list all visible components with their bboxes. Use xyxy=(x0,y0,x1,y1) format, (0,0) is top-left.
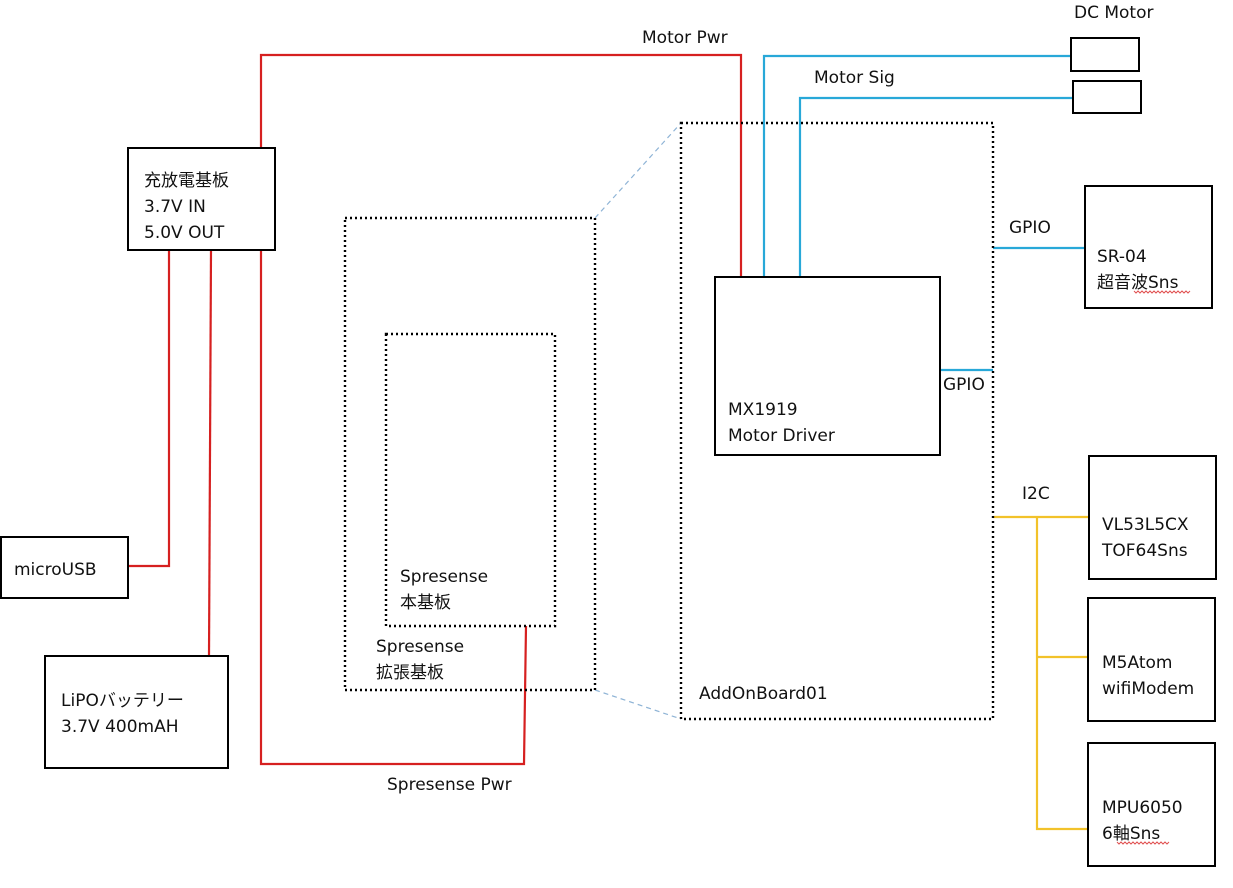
motor-driver-outline xyxy=(714,276,941,456)
microusb-wire xyxy=(128,250,171,568)
spresense-main-board-label-1: Spresense xyxy=(400,567,488,587)
spellcheck-underline xyxy=(1133,290,1191,294)
wires xyxy=(128,53,1088,831)
m5atom-wifi-modem-label-2: wifiModem xyxy=(1102,679,1194,699)
motor-pwr-label: Motor Pwr xyxy=(642,28,728,48)
dc-motor-terminal-1 xyxy=(1070,37,1140,72)
microusb-connector-label-1: microUSB xyxy=(14,560,97,580)
lipo-battery-label-2: 3.7V 400mAH xyxy=(61,717,179,737)
spresense-pwr-label: Spresense Pwr xyxy=(387,775,512,795)
sr04-ultrasonic-sensor-label-2: 超音波Sns xyxy=(1097,273,1179,293)
i2c-bus-trunk xyxy=(1035,517,1088,831)
lipo-battery-label-1: LiPOバッテリー xyxy=(61,691,184,711)
spresense-expansion-board[interactable]: Spresense 拡張基板 xyxy=(343,216,597,692)
charger-board[interactable]: 充放電基板 3.7V IN 5.0V OUT xyxy=(127,147,276,251)
motor-pwr-wire xyxy=(259,53,743,276)
charger-board-label-3: 5.0V OUT xyxy=(144,223,225,243)
charger-board-outline xyxy=(127,147,276,251)
motor-driver-label-1: MX1919 xyxy=(728,400,798,420)
vl53l5cx-tof-sensor-label-2: TOF64Sns xyxy=(1101,541,1188,561)
charger-board-label-2: 3.7V IN xyxy=(144,197,206,217)
dc-motor-title: DC Motor xyxy=(1074,3,1154,23)
spresense-main-board-outline xyxy=(384,332,557,628)
i2c-label: I2C xyxy=(1022,484,1050,504)
dc-motor-terminal-2 xyxy=(1072,80,1142,114)
spresense-expansion-board-outline xyxy=(343,216,597,692)
motor-sig-label: Motor Sig xyxy=(814,68,895,88)
addon-board-outline xyxy=(679,121,995,721)
gpio-sr04-label: GPIO xyxy=(1009,218,1051,238)
sr04-ultrasonic-sensor-label-1: SR-04 xyxy=(1097,247,1147,267)
spresense-main-board-label-2: 本基板 xyxy=(400,593,451,613)
blocks: Spresense 拡張基板 Spresense 本基板 AddOnBoard01 充放電… xyxy=(0,37,1217,867)
spresense-main-board[interactable]: Spresense 本基板 xyxy=(384,332,557,628)
mpu6050-imu-sensor-label-1: MPU6050 xyxy=(1102,798,1183,818)
vl53l5cx-tof-sensor-outline xyxy=(1088,455,1217,580)
mpu6050-imu-sensor-outline xyxy=(1087,742,1216,867)
microusb-connector[interactable]: microUSB xyxy=(0,536,129,599)
dc-motor[interactable] xyxy=(1070,37,1142,114)
spresense-expansion-board-label-2: 拡張基板 xyxy=(376,663,444,683)
zoom-guide-lines xyxy=(594,122,682,720)
mpu6050-imu-sensor[interactable]: MPU6050 6軸Sns xyxy=(1087,742,1216,867)
mpu6050-imu-sensor-label-2: 6軸Sns xyxy=(1102,824,1160,844)
motor-sig-wire-1 xyxy=(762,54,1070,276)
spresense-expansion-board-label-1: Spresense xyxy=(376,637,464,657)
motor-sig-wire-2 xyxy=(798,96,1072,276)
m5atom-wifi-modem-label-1: M5Atom xyxy=(1102,653,1172,673)
addon-board[interactable]: AddOnBoard01 xyxy=(679,121,995,721)
m5atom-wifi-modem-outline xyxy=(1087,597,1216,722)
lipo-battery-outline xyxy=(44,655,229,769)
gpio-driver-label: GPIO xyxy=(943,375,985,395)
sr04-ultrasonic-sensor[interactable]: SR-04 超音波Sns xyxy=(1084,185,1213,309)
charger-board-label-1: 充放電基板 xyxy=(144,171,229,191)
zoom-guide-top xyxy=(594,122,682,219)
microusb-connector-outline xyxy=(0,536,129,599)
vl53l5cx-tof-sensor-label-1: VL53L5CX xyxy=(1102,515,1189,535)
vl53l5cx-tof-sensor[interactable]: VL53L5CX TOF64Sns xyxy=(1088,455,1217,580)
motor-driver-label-2: Motor Driver xyxy=(728,426,835,446)
m5atom-wifi-modem[interactable]: M5Atom wifiModem xyxy=(1087,597,1216,722)
addon-board-label-1: AddOnBoard01 xyxy=(699,684,828,704)
labels: Motor Pwr Motor Sig Spresense Pwr GPIO G… xyxy=(387,3,1154,795)
spresense-pwr-wire xyxy=(259,250,528,766)
lipo-battery[interactable]: LiPOバッテリー 3.7V 400mAH xyxy=(44,655,229,769)
sr04-ultrasonic-sensor-outline xyxy=(1084,185,1213,309)
zoom-guide-bottom xyxy=(594,689,682,720)
spellcheck-underline xyxy=(1116,841,1170,845)
lipo-wire xyxy=(207,249,213,657)
